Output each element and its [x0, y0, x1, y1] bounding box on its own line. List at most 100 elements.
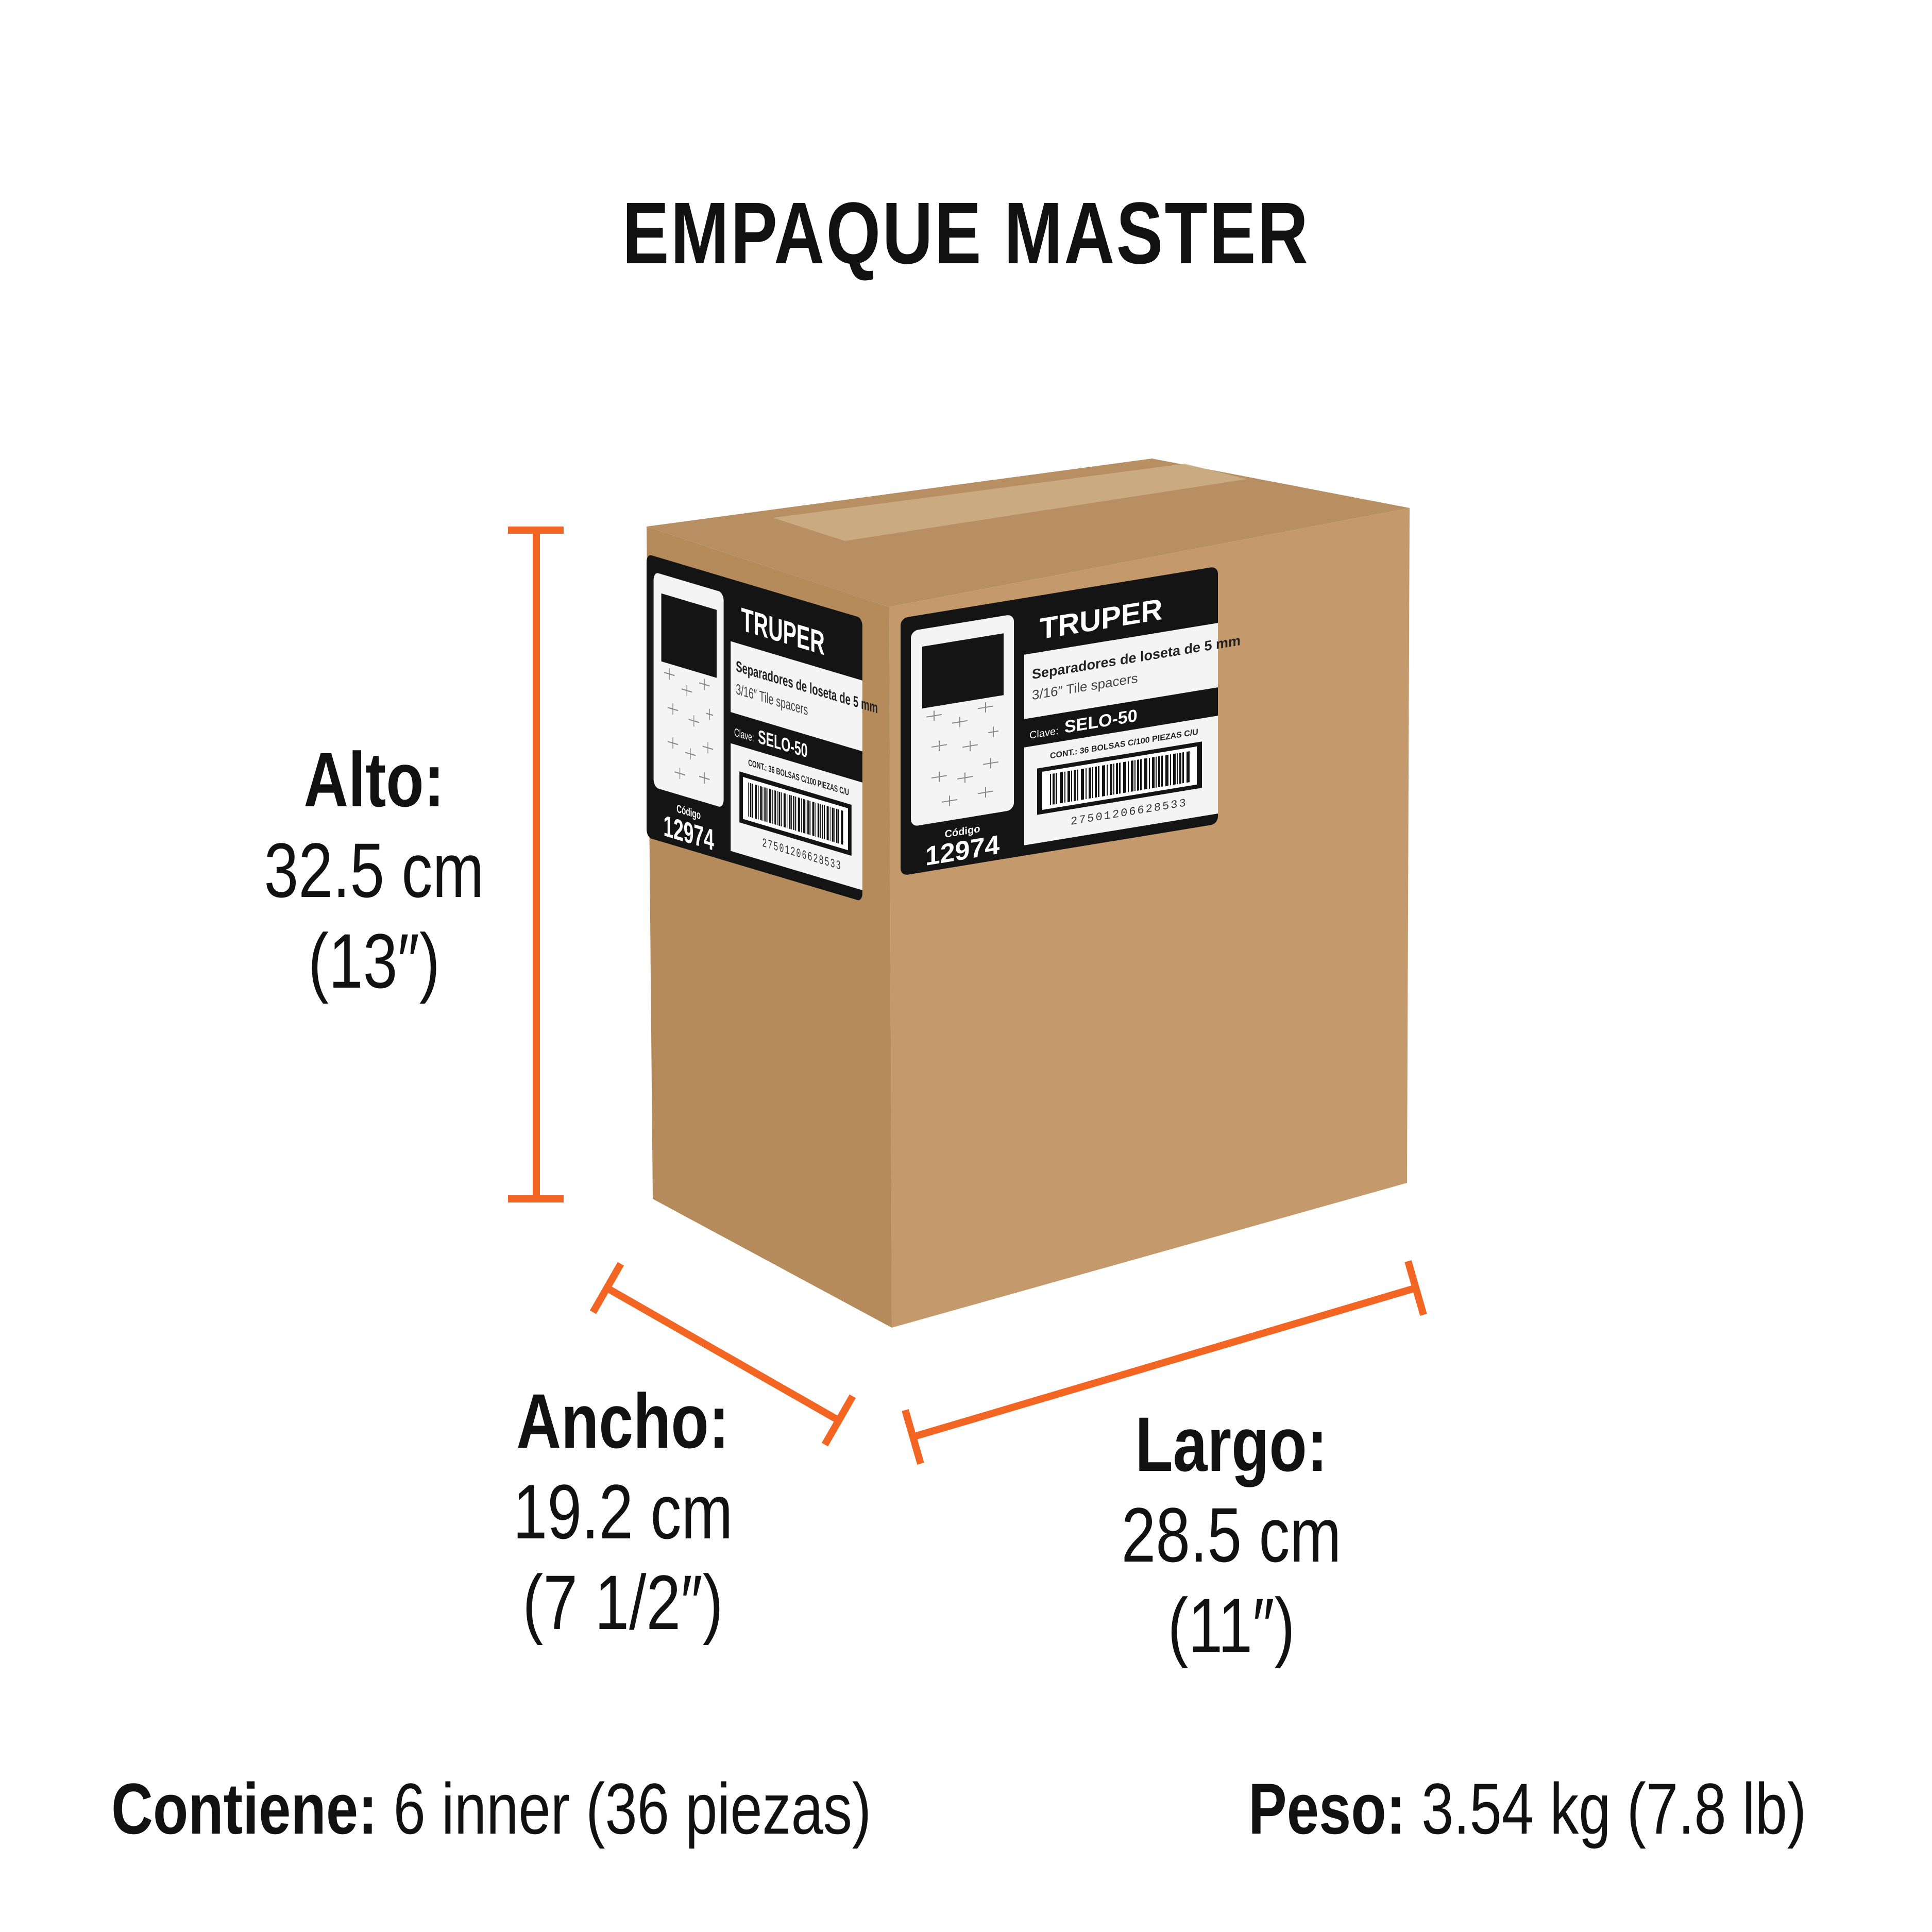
contents-info: Contiene: 6 inner (36 piezas)	[111, 1767, 871, 1851]
barcode-bar	[772, 789, 773, 824]
barcode-bar	[1144, 758, 1147, 790]
box-tape	[773, 464, 1247, 541]
barcode-bar	[836, 808, 838, 843]
barcode-bar	[1123, 761, 1126, 793]
barcode-bar	[1140, 759, 1142, 790]
width-imperial: (7 1/2″)	[522, 1559, 723, 1646]
barcode-bar	[832, 807, 834, 842]
barcode-bar	[783, 793, 786, 828]
barcode-bar	[809, 801, 811, 835]
front-product-label: TRUPER Separadores de loseta de 5 mm 3/1…	[900, 566, 1241, 877]
barcode-bar	[807, 800, 809, 835]
barcode-bar	[1152, 757, 1155, 789]
length-dimension-line	[902, 1260, 1427, 1465]
barcode-bar	[1098, 766, 1099, 798]
length-label-title: Largo:	[1135, 1401, 1328, 1487]
barcode	[748, 782, 843, 845]
barcode-bar	[1187, 751, 1190, 783]
barcode-bar	[1137, 759, 1139, 791]
barcode-bar	[1056, 773, 1057, 804]
box-top-face	[647, 459, 1410, 607]
weight-info: Peso: 3.54 kg (7.8 lb)	[1248, 1767, 1806, 1851]
barcode-bar	[1149, 757, 1150, 789]
barcode-bar	[1095, 766, 1097, 798]
length-label: Largo: 28.5 cm (11″)	[1046, 1399, 1417, 1671]
length-metric: 28.5 cm	[1121, 1492, 1342, 1578]
barcode-bar	[769, 788, 772, 824]
width-label-title: Ancho:	[516, 1378, 730, 1464]
barcode-bar	[791, 795, 792, 830]
barcode-bar	[1107, 765, 1108, 796]
barcode-bar	[1089, 767, 1091, 799]
barcode-bar	[824, 805, 825, 840]
barcode-bar	[1158, 756, 1160, 788]
barcode-bar	[820, 804, 821, 838]
barcode-bar	[1071, 770, 1072, 802]
barcode-bar	[1074, 770, 1076, 801]
barcode-bar	[752, 784, 753, 818]
barcode-bar	[1156, 756, 1157, 788]
barcode-bar	[1092, 767, 1093, 799]
barcode-bar	[1173, 753, 1176, 785]
barcode-bar	[760, 786, 762, 821]
barcode-bar	[764, 787, 766, 822]
barcode-bar	[838, 809, 840, 844]
barcode-bar	[829, 807, 831, 841]
barcode-bar	[1086, 768, 1087, 800]
contents-label: Contiene:	[111, 1768, 378, 1849]
side-product-label: TRUPER Separadores de loseta de 5 mm 3/1…	[646, 553, 878, 902]
barcode-bar	[1116, 762, 1118, 794]
height-imperial: (13″)	[308, 918, 440, 1004]
barcode-bar	[755, 784, 757, 819]
barcode-bar	[778, 791, 781, 826]
barcode-bar	[803, 799, 805, 834]
width-dimension-line	[589, 1262, 856, 1447]
barcode-bar	[1077, 769, 1078, 801]
barcode-bar	[1131, 760, 1133, 792]
barcode-bar	[1179, 752, 1181, 784]
barcode-bar	[1119, 762, 1121, 794]
barcode-bar	[750, 783, 752, 818]
barcode-bar	[795, 796, 796, 831]
length-imperial: (11″)	[1167, 1582, 1295, 1669]
barcode-bar	[1102, 765, 1105, 796]
barcode-bar	[1067, 771, 1070, 802]
height-metric: 32.5 cm	[264, 827, 484, 913]
barcode-bar	[793, 795, 794, 831]
barcode-bar	[801, 798, 802, 833]
weight-value: 3.54 kg (7.8 lb)	[1421, 1768, 1807, 1849]
width-label: Ancho: 19.2 cm (7 1/2″)	[437, 1376, 808, 1648]
barcode-bar	[812, 801, 815, 837]
barcode-bar	[817, 803, 820, 838]
barcode-bar	[834, 808, 835, 843]
barcode-bar	[826, 806, 829, 841]
barcode-bar	[841, 810, 843, 845]
barcode-bar	[1161, 755, 1163, 787]
barcode-bar	[762, 787, 764, 821]
barcode-bar	[1050, 774, 1051, 805]
barcode-bar	[822, 804, 823, 839]
barcode-bar	[1113, 764, 1114, 795]
height-label: Alto: 32.5 cm (13″)	[189, 734, 560, 1006]
barcode-bar	[1053, 773, 1055, 805]
barcode-bar	[766, 788, 768, 822]
contents-value: 6 inner (36 piezas)	[393, 1768, 872, 1849]
barcode-bar	[1110, 764, 1112, 795]
barcode-bar	[1064, 771, 1065, 803]
width-metric: 19.2 cm	[513, 1468, 733, 1555]
barcode-bar	[1128, 761, 1129, 792]
height-dimension-line	[508, 527, 564, 1202]
barcode-bar	[1081, 768, 1084, 800]
barcode-bar	[1182, 752, 1184, 784]
barcode-bar	[798, 797, 800, 832]
barcode-bar	[789, 794, 791, 829]
page-title: EMPAQUE MASTER	[622, 184, 1310, 282]
barcode-bar	[1134, 760, 1136, 791]
height-label-title: Alto:	[303, 736, 445, 823]
barcode	[1050, 751, 1190, 805]
barcode-bar	[748, 782, 749, 817]
barcode-bar	[774, 790, 776, 825]
weight-label: Peso:	[1248, 1768, 1405, 1849]
